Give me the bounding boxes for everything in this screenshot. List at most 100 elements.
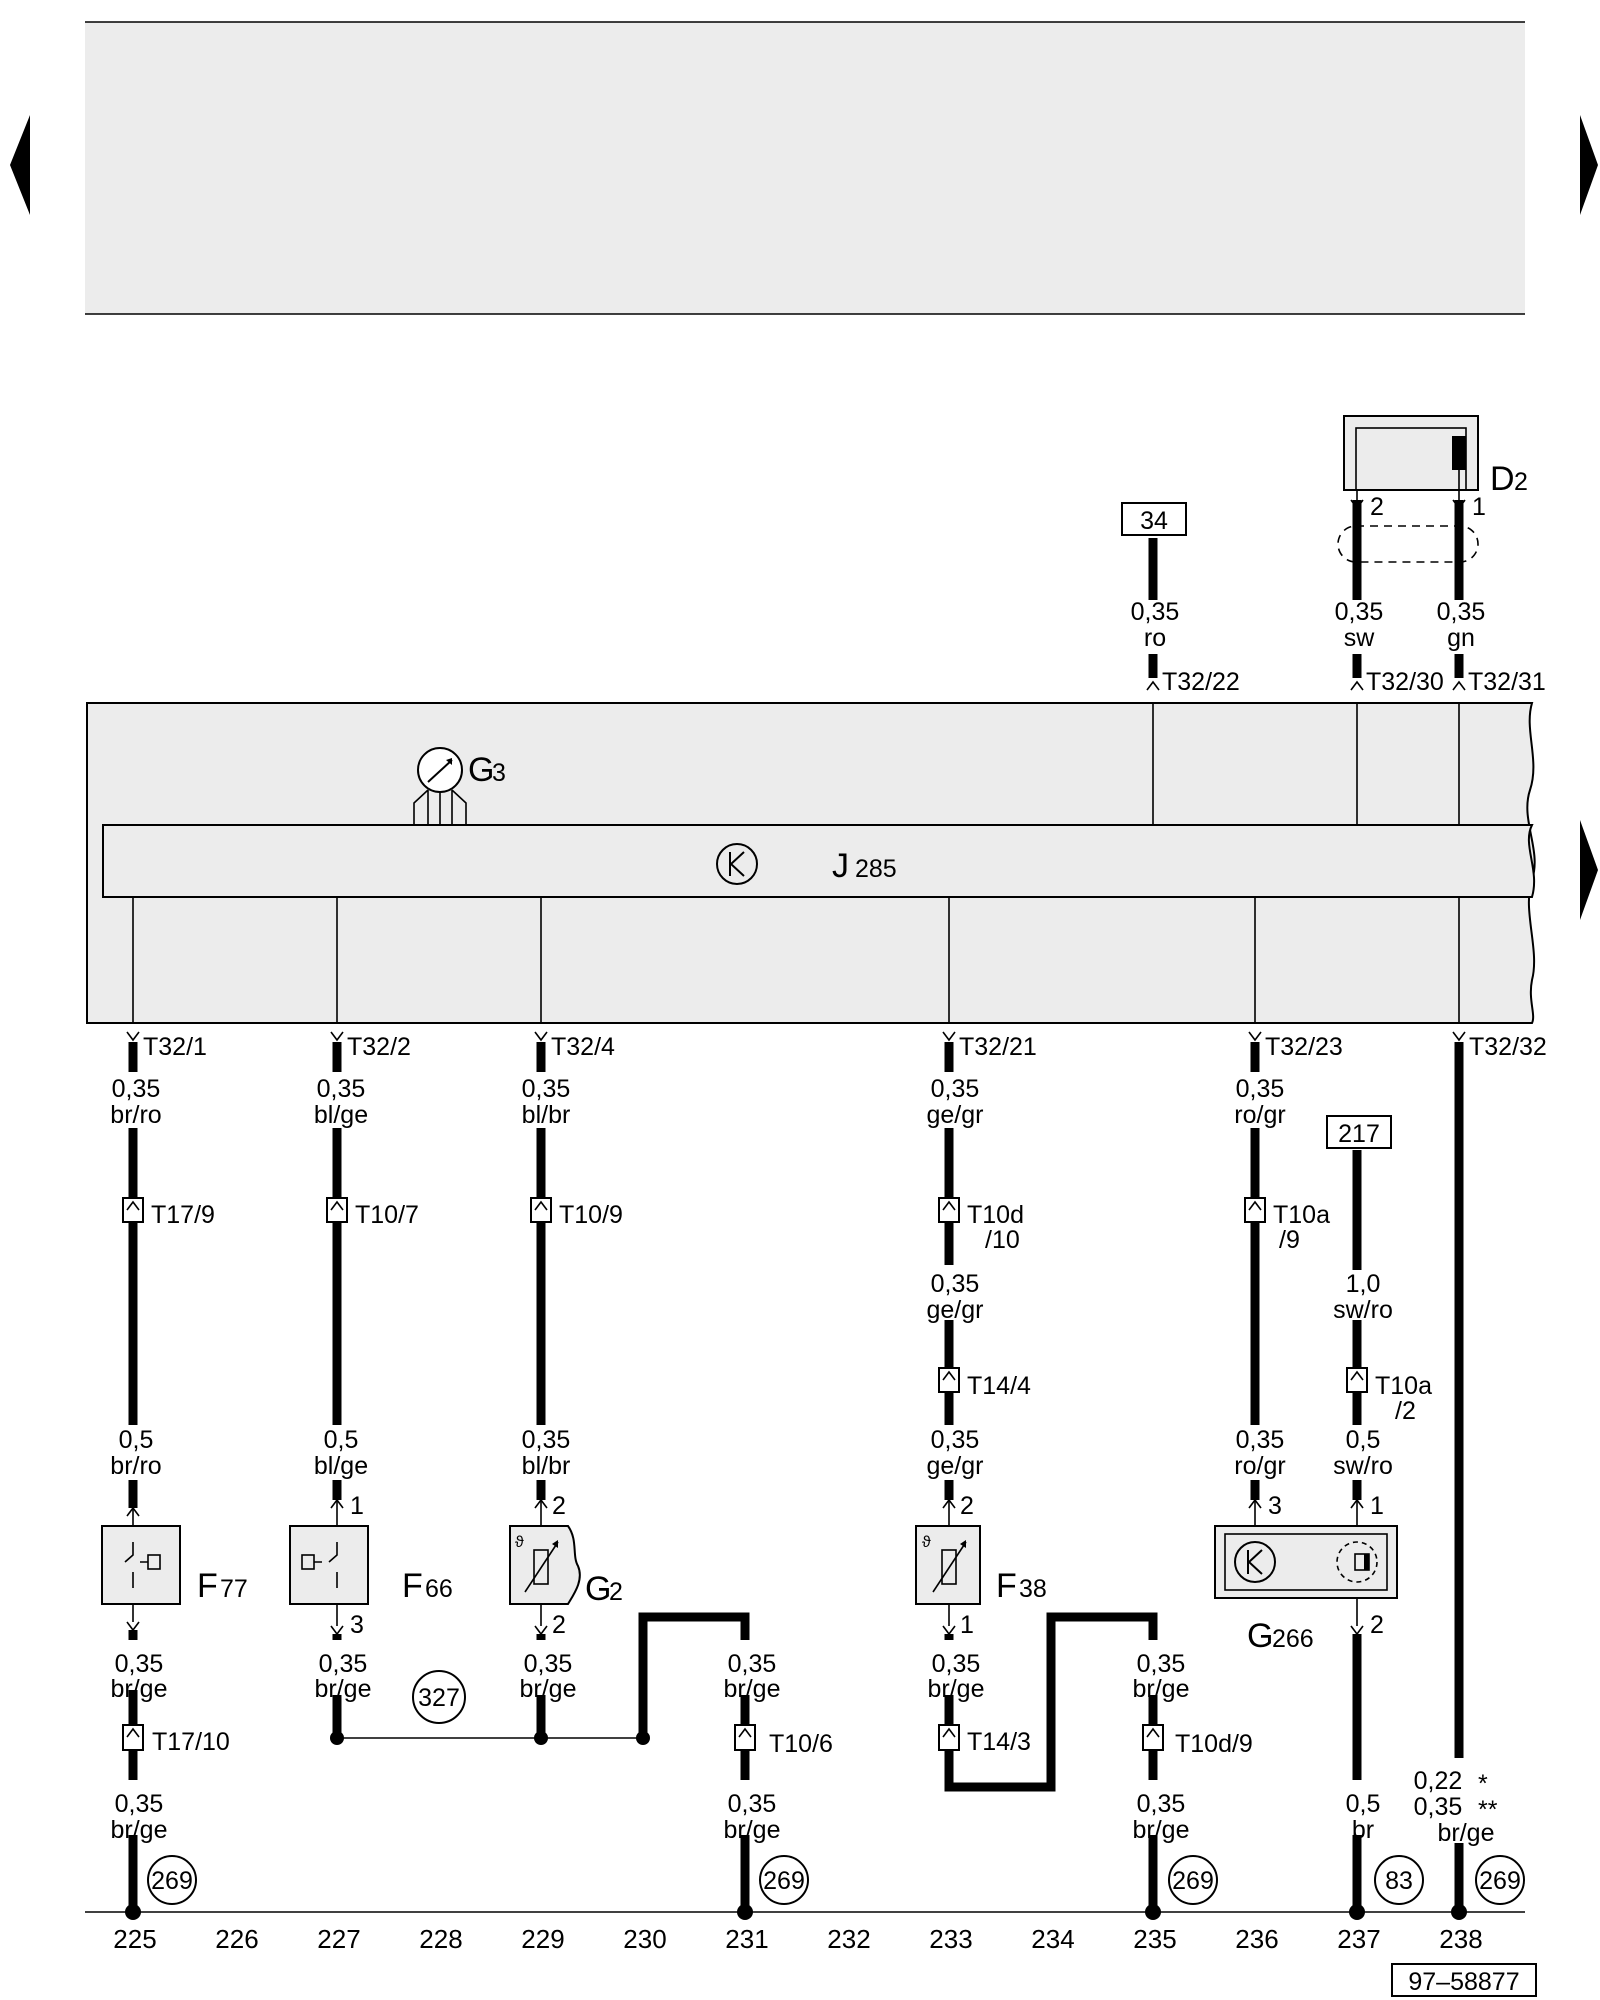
f38-pin-2: 2 — [960, 1492, 974, 1520]
column-numbers: 225 226 227 228 229 230 231 232 233 234 … — [113, 1924, 1482, 1954]
g266-pin-2: 2 — [1370, 1611, 1384, 1639]
c236-wire2-size: 0,35 — [1236, 1426, 1285, 1454]
column-number: 235 — [1133, 1924, 1176, 1954]
c229-wire3-size: 0,35 — [524, 1650, 573, 1678]
next-page-arrow-icon[interactable] — [1580, 115, 1598, 215]
c231-wire2-size: 0,35 — [728, 1790, 777, 1818]
c237-wire2-size: 0,5 — [1346, 1426, 1381, 1454]
connector-t10d-9 — [1142, 1724, 1164, 1751]
g266-label-sub: 266 — [1272, 1625, 1314, 1653]
ref-34-text: 34 — [1140, 507, 1168, 535]
pin-t32-30: T32/30 — [1366, 668, 1444, 696]
g2-label-letter: G — [585, 1570, 611, 1608]
connector-t10a-2 — [1346, 1367, 1368, 1393]
c227-wire2-color: bl/ge — [314, 1452, 368, 1480]
pin-t32-32: T32/32 — [1469, 1033, 1547, 1061]
pin-t32-2: T32/2 — [347, 1033, 411, 1061]
c236-wire2-color: ro/gr — [1234, 1452, 1285, 1480]
connector-t17-9-label: T17/9 — [151, 1201, 215, 1229]
column-number: 236 — [1235, 1924, 1278, 1954]
f38-label-letter: F — [996, 1567, 1017, 1605]
column-number: 237 — [1337, 1924, 1380, 1954]
column-number: 226 — [215, 1924, 258, 1954]
c237-wire2-color: sw/ro — [1333, 1452, 1393, 1480]
j285-control-unit — [102, 824, 1536, 898]
c225-wire4-color: br/ge — [111, 1816, 168, 1844]
level-sensor-icon — [1336, 1541, 1378, 1583]
connector-t10-7 — [326, 1197, 348, 1223]
ref-269-c-text: 269 — [1172, 1867, 1214, 1895]
f38-pin-1: 1 — [960, 1611, 974, 1639]
column-number: 231 — [725, 1924, 768, 1954]
g2-label-sub: 2 — [609, 1578, 623, 1606]
connector-t10-7-label: T10/7 — [355, 1201, 419, 1229]
d2-pin-1: 1 — [1472, 493, 1486, 521]
column-number: 227 — [317, 1924, 360, 1954]
ref-circle-269-d[interactable] — [1475, 1855, 1525, 1905]
c227-wire1-size: 0,35 — [317, 1075, 366, 1103]
g2-pin-2b: 2 — [552, 1611, 566, 1639]
header-panel — [85, 22, 1525, 314]
ref-circle-269-c[interactable] — [1168, 1855, 1218, 1905]
figure-id-box — [1391, 1963, 1537, 1997]
d2-label-sub: 2 — [1514, 468, 1528, 496]
c227-wire3-size: 0,35 — [319, 1650, 368, 1678]
ref-269-a-text: 269 — [151, 1867, 193, 1895]
connector-t14-3-label: T14/3 — [967, 1728, 1031, 1756]
ref-circle-327[interactable] — [412, 1670, 466, 1724]
c225-wire2-size: 0,5 — [119, 1426, 154, 1454]
g266-pin-1: 1 — [1370, 1492, 1384, 1520]
c238-color: br/ge — [1438, 1819, 1495, 1847]
control-unit-symbol-icon — [1234, 1541, 1276, 1583]
ref-circle-269-b[interactable] — [759, 1855, 809, 1905]
c227-wire1-color: bl/ge — [314, 1101, 368, 1129]
c225-wire3-color: br/ge — [111, 1675, 168, 1703]
connector-t10-9 — [530, 1197, 552, 1223]
ref-circle-83[interactable] — [1374, 1855, 1424, 1905]
c238-size2: 0,35 — [1414, 1793, 1463, 1821]
ref-269-d-text: 269 — [1479, 1867, 1521, 1895]
pin-t32-23: T32/23 — [1265, 1033, 1343, 1061]
c233-wire1-color: ge/gr — [927, 1101, 984, 1129]
connector-t10a-9-label: T10a — [1273, 1201, 1330, 1229]
c227-wire3-color: br/ge — [315, 1675, 372, 1703]
g2-pin-2a: 2 — [552, 1492, 566, 1520]
wire-gn-color: gn — [1447, 624, 1475, 652]
c225-wire1-size: 0,35 — [112, 1075, 161, 1103]
pin-t32-21: T32/21 — [959, 1033, 1037, 1061]
figure-id: 97–58877 — [1408, 1968, 1519, 1996]
ref-217-text: 217 — [1338, 1120, 1380, 1148]
connector-t14-3 — [938, 1724, 960, 1751]
ref-box-217[interactable] — [1326, 1115, 1392, 1149]
connector-t10-9-label: T10/9 — [559, 1201, 623, 1229]
connector-t10d-9-label: T10d/9 — [1175, 1730, 1253, 1758]
next-page-arrow-mid-icon[interactable] — [1580, 820, 1598, 920]
control-unit-symbol-icon — [716, 843, 758, 885]
connector-t17-9 — [122, 1197, 144, 1223]
pin-t32-1: T32/1 — [143, 1033, 207, 1061]
c229-wire2-color: bl/br — [522, 1452, 571, 1480]
column-number: 225 — [113, 1924, 156, 1954]
connector-t10d-10-label-b: /10 — [985, 1226, 1020, 1254]
c227-wire2-size: 0,5 — [324, 1426, 359, 1454]
g266-label-letter: G — [1247, 1617, 1273, 1655]
temperature-icon: ϑ — [922, 1534, 931, 1551]
c229-wire2-size: 0,35 — [522, 1426, 571, 1454]
c236-wire1-color: ro/gr — [1234, 1101, 1285, 1129]
f38-sensor — [915, 1525, 981, 1605]
connector-t17-10 — [122, 1724, 144, 1751]
c237-wire1-size: 1,0 — [1346, 1270, 1381, 1298]
connector-t10a-2-label: T10a — [1375, 1372, 1432, 1400]
previous-page-arrow-icon[interactable] — [10, 115, 30, 215]
connector-t10-6-label: T10/6 — [769, 1730, 833, 1758]
connector-t10d-10-label: T10d — [967, 1201, 1024, 1229]
bottom-pins — [126, 1031, 1466, 1042]
ref-circle-269-a[interactable] — [147, 1855, 197, 1905]
wire-34-color: ro — [1144, 624, 1166, 652]
ref-box-34[interactable] — [1121, 502, 1187, 536]
j285-label-sub: 285 — [855, 855, 897, 883]
f66-switch — [289, 1525, 369, 1605]
wire-sw-size: 0,35 — [1335, 598, 1384, 626]
c237-wire1-color: sw/ro — [1333, 1296, 1393, 1324]
